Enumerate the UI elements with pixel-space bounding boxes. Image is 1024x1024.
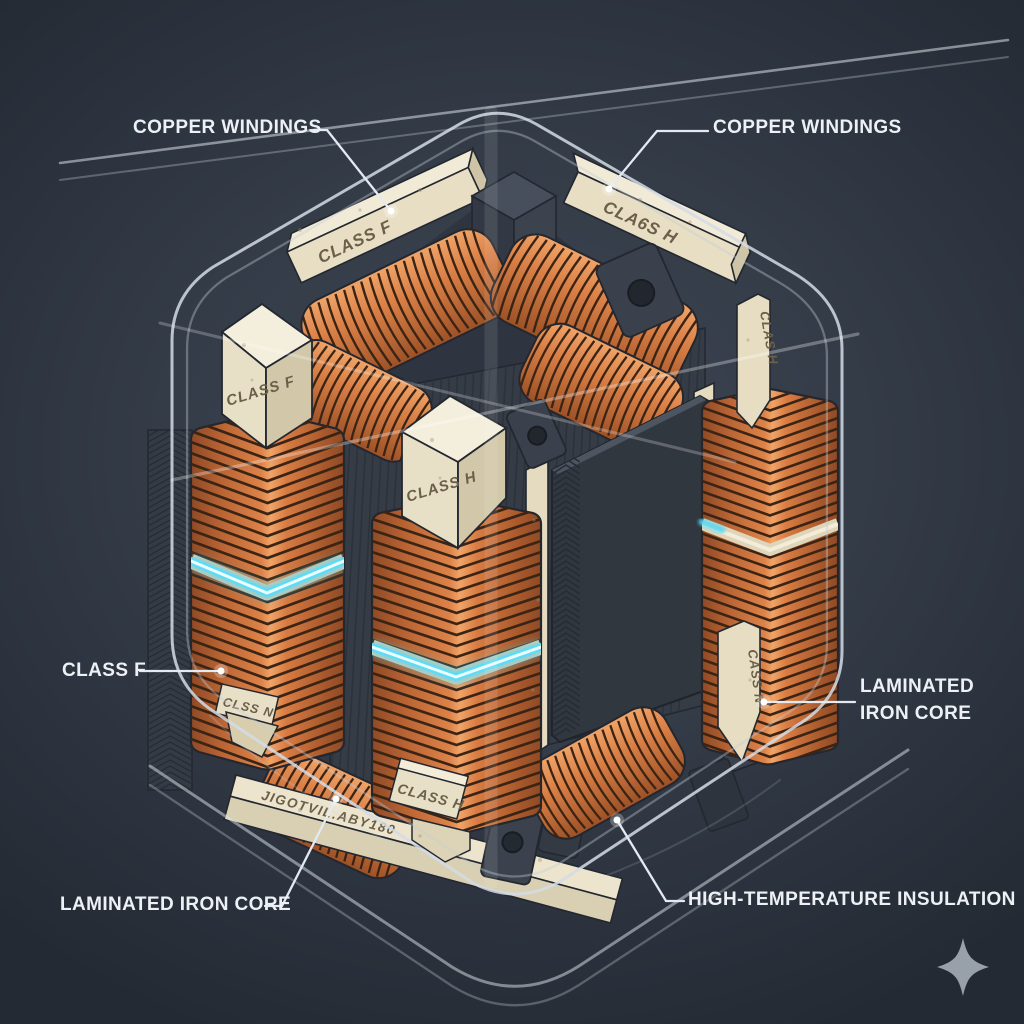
mid-right-winding-bundle (518, 320, 685, 456)
glass-streak-cross-1 (170, 332, 860, 482)
callout-class-f: CLASS F (62, 660, 147, 681)
leader-copper-windings-right (607, 129, 710, 191)
cyan-glow-band-left (191, 553, 344, 601)
floor-reflection-inner-left (209, 714, 421, 857)
mid-right-bracket (595, 242, 685, 338)
cyan-glow-band-center (372, 639, 541, 685)
top-left-bobbin-beam: CLASS F (285, 146, 489, 284)
enclosure-outline-inner (185, 129, 829, 878)
glass-enclosure (58, 38, 1010, 1007)
glass-streak-top-1 (58, 38, 1010, 165)
center-winding-column (370, 496, 543, 836)
bottom-right-winding-bundle (522, 703, 689, 843)
glass-streak-cross-2 (158, 321, 737, 464)
mounting-block-bottom-right (688, 757, 750, 832)
callout-copper-windings-right: COPPER WINDINGS (713, 117, 902, 138)
top-left-winding-bundle (300, 227, 514, 392)
left-bobbin-wedge: CLASS F (220, 302, 314, 450)
leader-laminated-bottom (263, 797, 338, 908)
floor-reflection-outer-2 (148, 767, 910, 1007)
leader-dots (214, 182, 771, 827)
cyan-glint-right (698, 518, 726, 534)
right-bottom-bobbin-tab: CASS N (717, 620, 768, 764)
callout-laminated-iron-core-right: LAMINATED IRON CORE (860, 673, 974, 727)
core-back-sliver (147, 429, 193, 791)
callout-laminated-right-line2: IRON CORE (860, 703, 972, 724)
cream-band-right (702, 518, 838, 556)
floor-reflection-outer-1 (148, 748, 910, 988)
bobbin-speckles (242, 188, 752, 862)
callout-laminated-right-line1: LAMINATED (860, 676, 975, 697)
right-bobbin-tab: CLAS H (736, 293, 781, 430)
center-left-bracket (506, 398, 567, 469)
left-winding-column (189, 411, 346, 771)
callout-laminated-iron-core-bottom: LAMINATED IRON CORE (60, 894, 292, 915)
callout-high-temperature-insulation: HIGH-TEMPERATURE INSULATION (688, 889, 1016, 910)
floor-reflection-inner-right (599, 779, 781, 879)
callout-copper-windings-left: COPPER WINDINGS (133, 117, 322, 138)
enclosure-outline (170, 111, 844, 896)
leader-lines (138, 128, 857, 908)
glass-streak-top-2 (59, 56, 1009, 181)
leader-high-temp (615, 818, 686, 903)
sparkle-icon (937, 938, 989, 996)
center-bobbin-wedge: CLASS H (400, 394, 508, 551)
leader-copper-windings-left (311, 128, 393, 213)
